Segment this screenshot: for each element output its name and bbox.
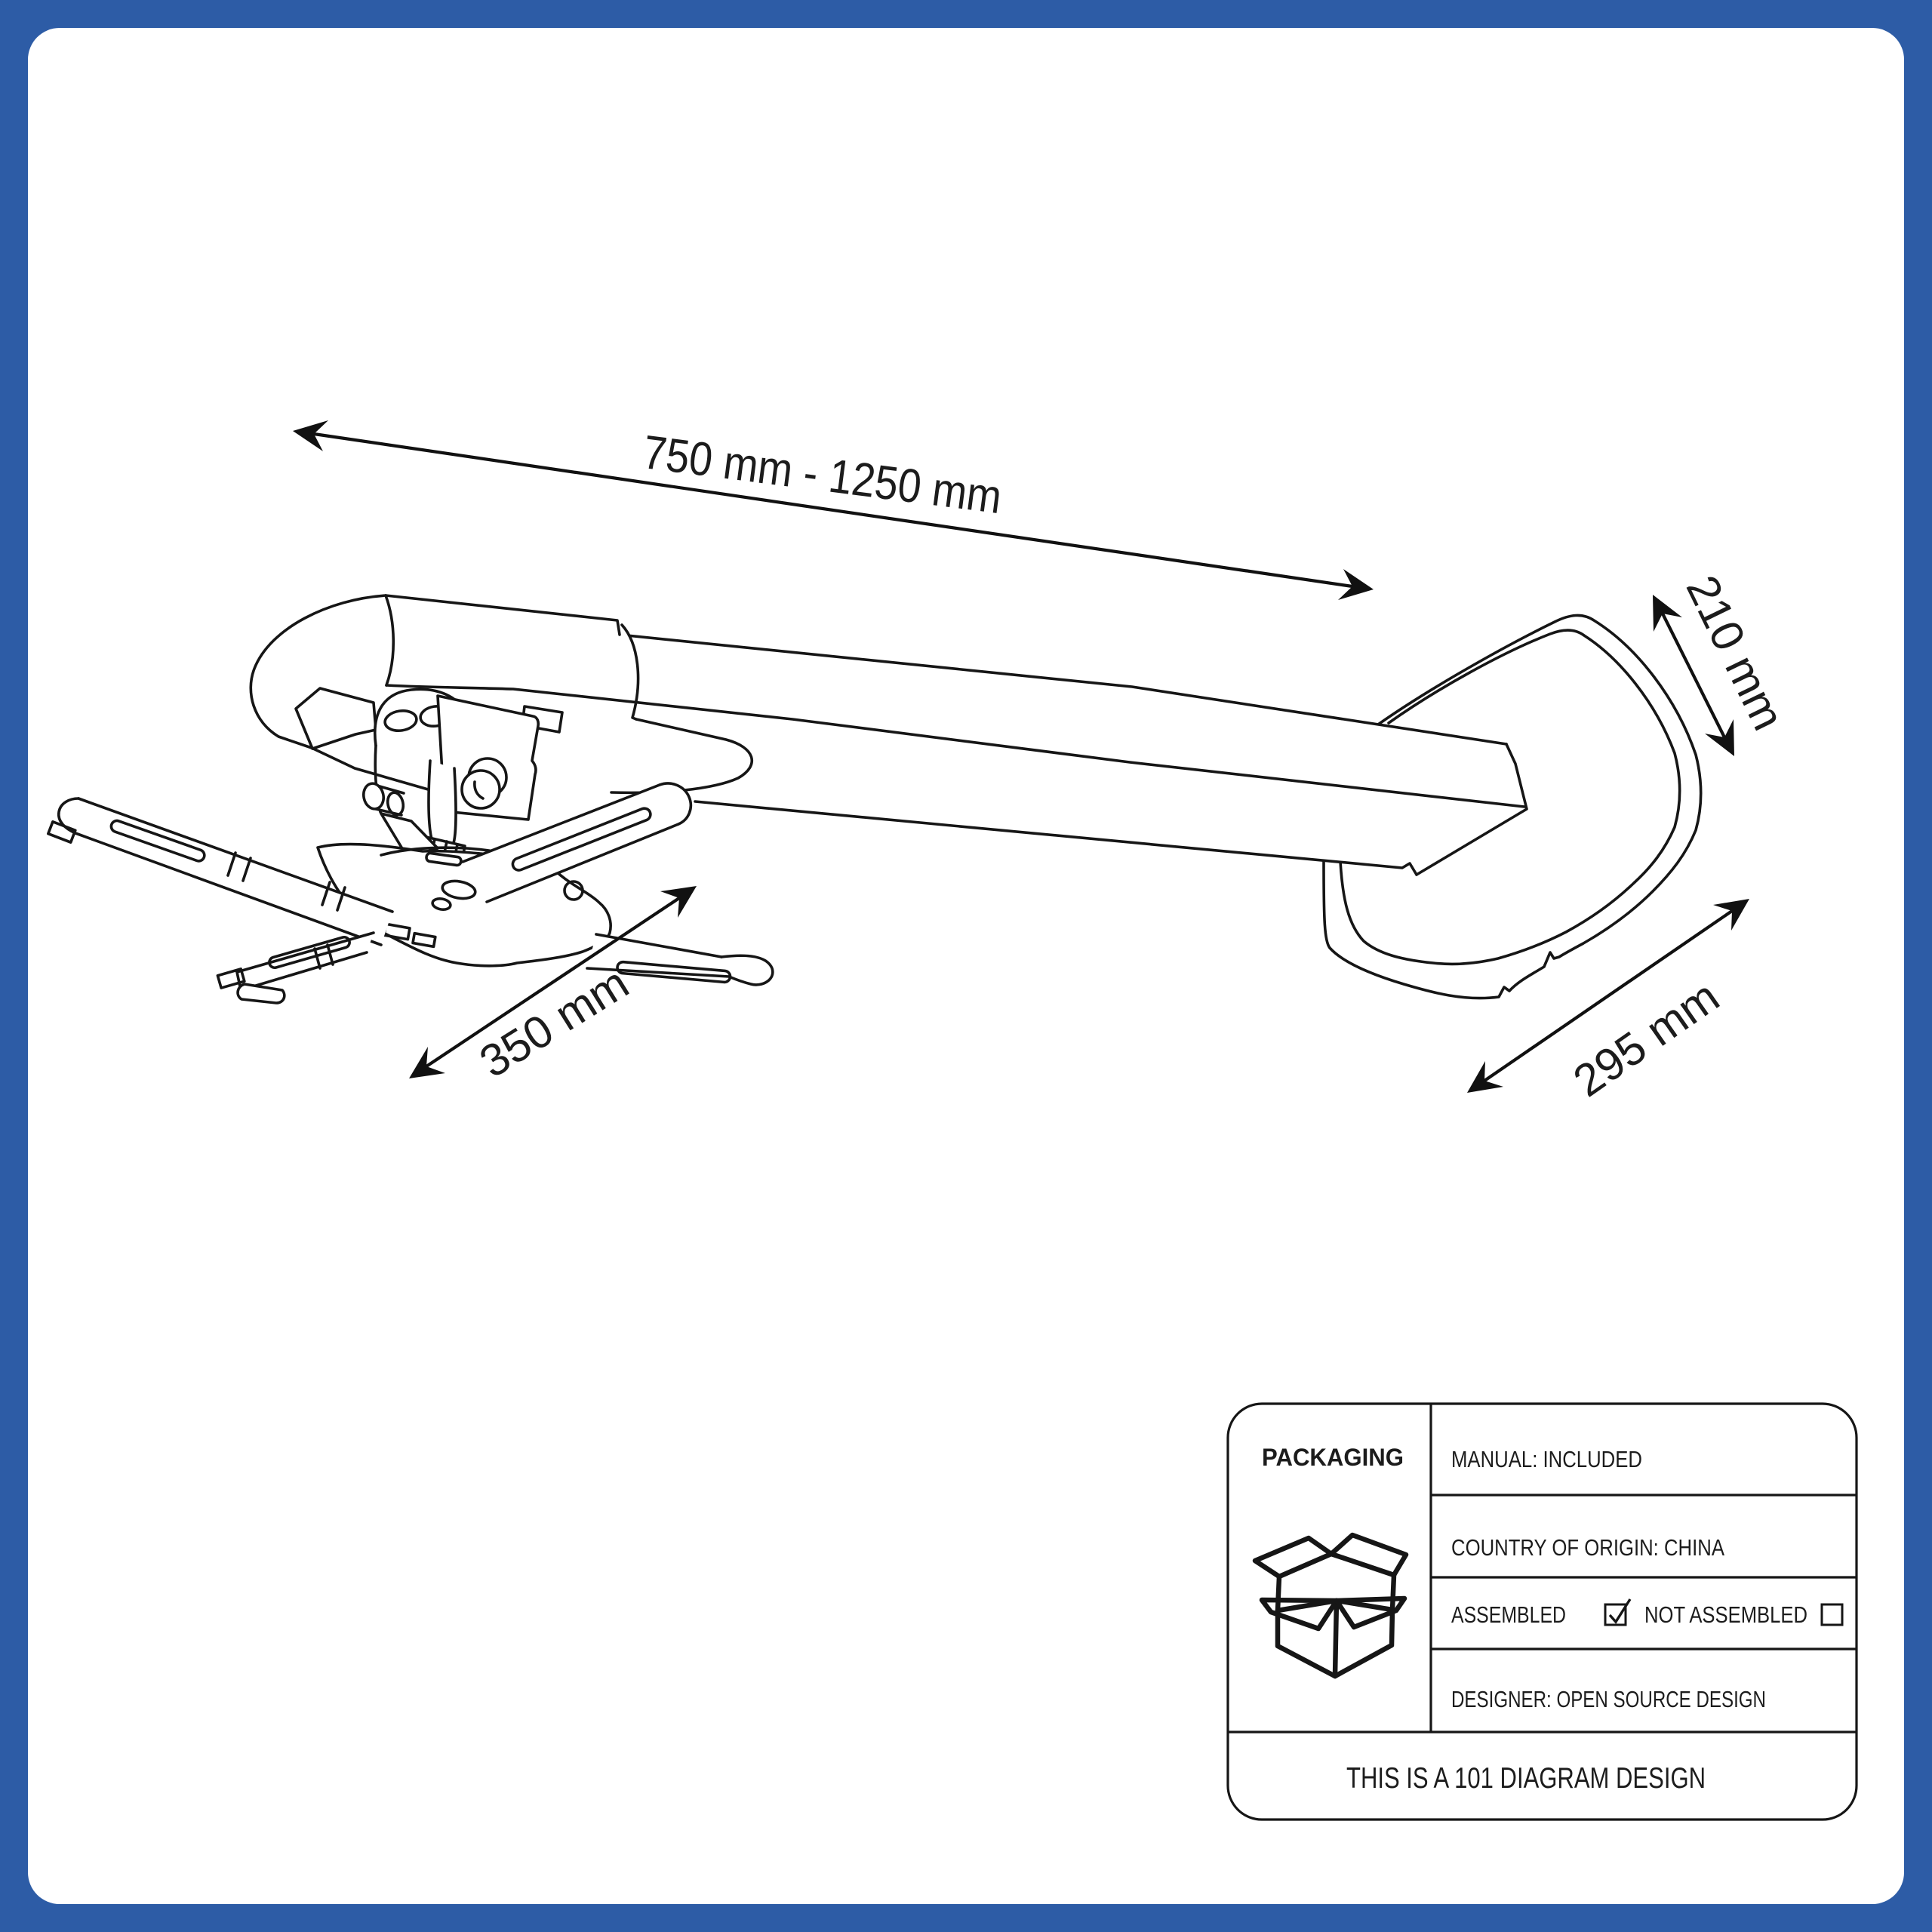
svg-text:MANUAL: INCLUDED: MANUAL: INCLUDED [1451,1446,1642,1472]
svg-text:DESIGNER: OPEN SOURCE DESIGN: DESIGNER: OPEN SOURCE DESIGN [1451,1686,1766,1712]
svg-text:NOT ASSEMBLED: NOT ASSEMBLED [1644,1601,1807,1628]
svg-text:COUNTRY OF ORIGIN: CHINA: COUNTRY OF ORIGIN: CHINA [1451,1534,1724,1561]
svg-text:PACKAGING: PACKAGING [1262,1444,1404,1471]
svg-text:THIS IS A 101 DIAGRAM DESIGN: THIS IS A 101 DIAGRAM DESIGN [1346,1762,1706,1795]
svg-text:ASSEMBLED: ASSEMBLED [1451,1601,1566,1628]
